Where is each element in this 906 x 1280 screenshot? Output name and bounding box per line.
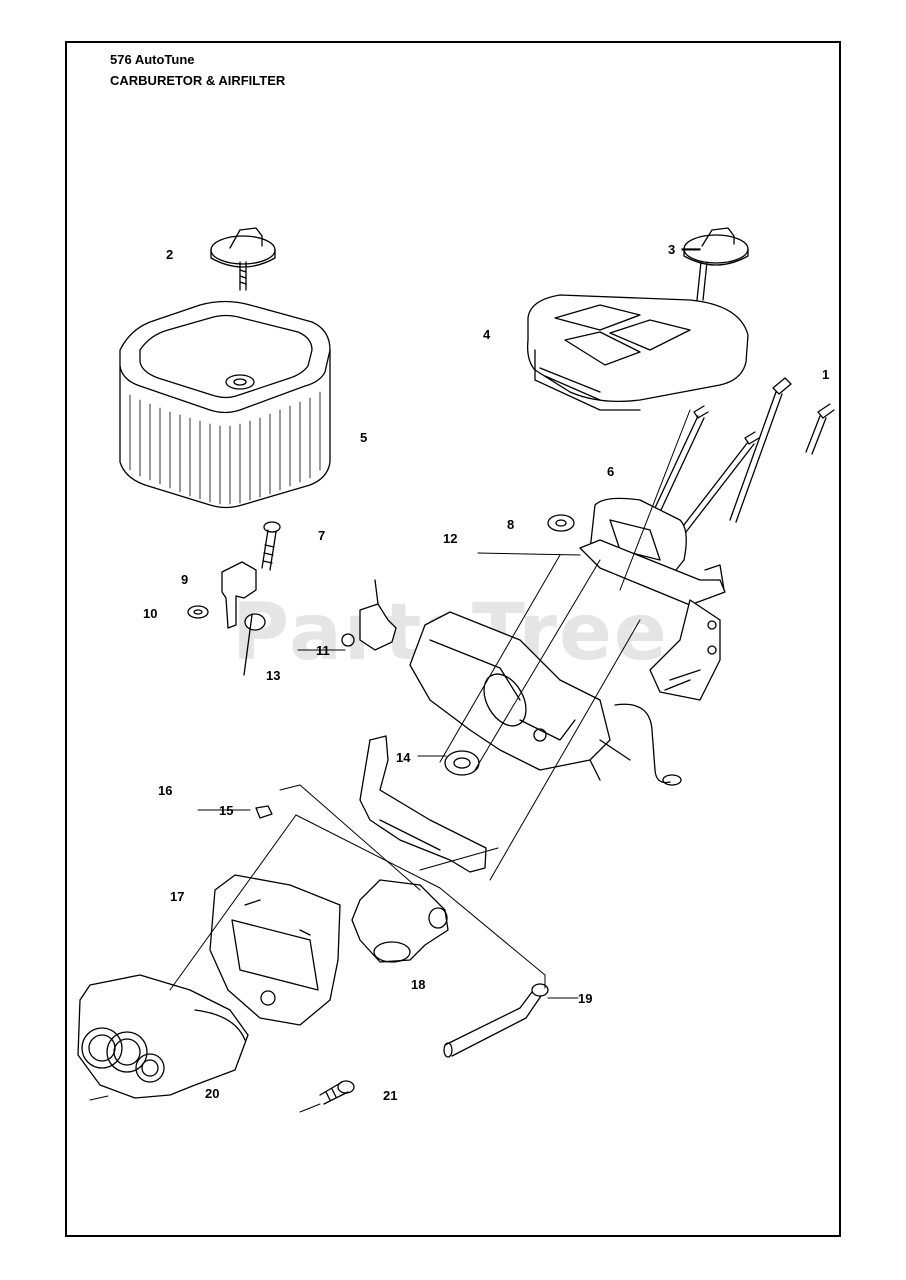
part-9-clip[interactable] [221, 561, 257, 629]
callout-9: 9 [181, 572, 189, 587]
part-14-seal[interactable] [444, 750, 480, 776]
part-16-holder[interactable] [359, 735, 487, 873]
part-11-valve[interactable] [341, 579, 397, 651]
part-8-nut[interactable] [547, 514, 575, 532]
callout-3: 3 [668, 242, 676, 257]
leader-lines [89, 249, 701, 1113]
part-12-adapter[interactable] [579, 539, 726, 606]
callout-7: 7 [318, 528, 326, 543]
callout-16: 16 [158, 783, 173, 798]
carburetor-body[interactable] [409, 611, 682, 786]
callout-6: 6 [607, 464, 615, 479]
part-7-screw[interactable] [261, 521, 281, 571]
callout-12: 12 [443, 531, 458, 546]
part-5-air-filter[interactable] [119, 300, 331, 509]
part-18-elbow[interactable] [351, 879, 449, 963]
diagram-frame [65, 41, 841, 1237]
callout-19: 19 [578, 991, 593, 1006]
part-17-manifold-plate[interactable] [209, 874, 341, 1026]
part-3-knob[interactable] [681, 227, 749, 301]
callout-2: 2 [166, 247, 174, 262]
callout-13: 13 [266, 668, 281, 683]
callout-18: 18 [411, 977, 426, 992]
callout-1: 1 [822, 367, 830, 382]
callout-11: 11 [316, 643, 330, 658]
callout-15: 15 [219, 803, 234, 818]
part-19-hose[interactable] [443, 983, 549, 1058]
part-20-intake-boot[interactable] [77, 974, 249, 1099]
callout-4: 4 [483, 327, 491, 342]
part-2-knob[interactable] [210, 227, 276, 291]
part-15-pin[interactable] [255, 805, 273, 819]
mounting-bracket[interactable] [649, 599, 721, 701]
part-10-nut[interactable] [187, 605, 209, 619]
part-4-filter-cover[interactable] [527, 294, 749, 411]
callout-17: 17 [170, 889, 185, 904]
callout-8: 8 [507, 517, 515, 532]
callout-5: 5 [360, 430, 368, 445]
callout-10: 10 [143, 606, 158, 621]
callout-20: 20 [205, 1086, 220, 1101]
part-21-screw[interactable] [319, 1080, 355, 1105]
section-title: CARBURETOR & AIRFILTER [110, 73, 286, 88]
callout-14: 14 [396, 750, 411, 765]
callout-21: 21 [383, 1088, 398, 1103]
model-title: 576 AutoTune [110, 52, 195, 67]
part-13-grommet[interactable] [243, 613, 266, 676]
